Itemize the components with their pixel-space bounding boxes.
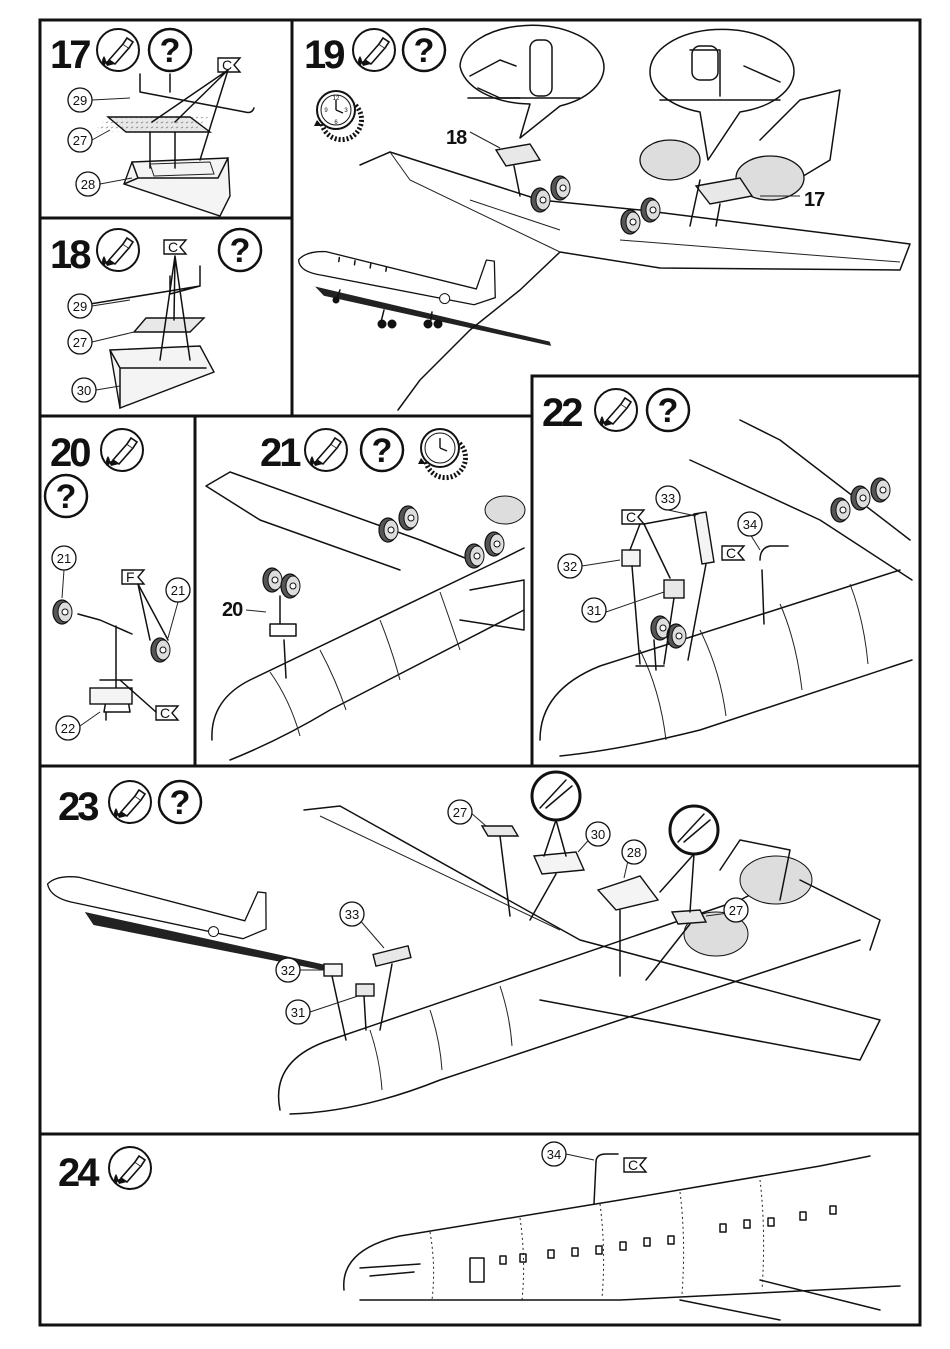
part-31 bbox=[356, 984, 374, 996]
callout-18: 18 bbox=[446, 127, 467, 149]
callout-30: 30 bbox=[591, 827, 605, 842]
callout-32: 32 bbox=[281, 963, 295, 978]
callout-27b: 27 bbox=[729, 903, 743, 918]
question-mark-text: ? bbox=[160, 32, 181, 70]
glue-tube-icon bbox=[97, 229, 139, 271]
glue-tube-icon bbox=[595, 389, 637, 431]
callout-31: 31 bbox=[291, 1005, 305, 1020]
flag-c-label: C bbox=[628, 1157, 638, 1173]
callout-21-left: 21 bbox=[57, 551, 71, 566]
callout-29: 29 bbox=[73, 299, 87, 314]
callout-28: 28 bbox=[627, 845, 641, 860]
step-number: 24 bbox=[58, 1151, 100, 1195]
callout-20: 20 bbox=[222, 599, 243, 621]
callout-31: 31 bbox=[587, 603, 601, 618]
part-32 bbox=[622, 550, 640, 566]
question-mark-text: ? bbox=[414, 32, 435, 70]
callout-27: 27 bbox=[73, 335, 87, 350]
callout-34: 34 bbox=[547, 1147, 561, 1162]
question-mark-text: ? bbox=[170, 784, 191, 822]
step-number: 21 bbox=[260, 431, 301, 475]
glue-tube-icon bbox=[353, 29, 395, 71]
wheel-right bbox=[151, 638, 170, 662]
callout-27: 27 bbox=[73, 133, 87, 148]
panel-step-24 bbox=[40, 1134, 920, 1325]
step-number: 17 bbox=[50, 33, 90, 77]
step-number: 18 bbox=[50, 233, 91, 277]
callout-17: 17 bbox=[804, 189, 825, 211]
question-mark-text: ? bbox=[372, 432, 393, 470]
step-number: 20 bbox=[50, 431, 90, 475]
flag-c-label: C bbox=[160, 705, 170, 721]
callout-33: 33 bbox=[661, 491, 675, 506]
part-27b bbox=[672, 910, 706, 924]
callout-22: 22 bbox=[61, 721, 75, 736]
callout-30: 30 bbox=[77, 383, 91, 398]
question-mark-text: ? bbox=[56, 478, 77, 516]
question-mark-text: ? bbox=[658, 392, 679, 430]
brush-icon bbox=[670, 806, 718, 854]
step-number: 23 bbox=[58, 785, 98, 829]
callout-27: 27 bbox=[453, 805, 467, 820]
glue-tube-icon bbox=[109, 781, 151, 823]
flag-f-label: F bbox=[126, 569, 135, 585]
step-number: 22 bbox=[542, 391, 582, 435]
part-32 bbox=[324, 964, 342, 976]
callout-29: 29 bbox=[73, 93, 87, 108]
callout-32: 32 bbox=[563, 559, 577, 574]
panel-step-21 bbox=[195, 416, 532, 766]
glue-tube-icon bbox=[305, 429, 347, 471]
flag-c-label: C bbox=[626, 509, 636, 525]
callout-34: 34 bbox=[743, 517, 757, 532]
part-31 bbox=[664, 580, 684, 598]
clock-12: 12 bbox=[333, 96, 340, 102]
flag-c-label: C bbox=[168, 239, 178, 255]
panel-step-22 bbox=[532, 376, 920, 766]
part-30 bbox=[534, 852, 584, 874]
callout-21-right: 21 bbox=[171, 583, 185, 598]
nose-wheel bbox=[263, 568, 282, 592]
callout-33: 33 bbox=[345, 907, 359, 922]
wheel-left bbox=[53, 600, 72, 624]
glue-tube-icon bbox=[109, 1147, 151, 1189]
step-number: 19 bbox=[304, 33, 344, 77]
callout-28: 28 bbox=[81, 177, 95, 192]
flag-c-aerial-label: C bbox=[726, 545, 736, 561]
glue-tube-icon bbox=[101, 429, 143, 471]
panel-step-19 bbox=[292, 20, 920, 416]
glue-tube-icon bbox=[97, 29, 139, 71]
question-mark-text: ? bbox=[230, 232, 251, 270]
part-27 bbox=[482, 826, 518, 836]
brush-icon bbox=[532, 772, 580, 820]
